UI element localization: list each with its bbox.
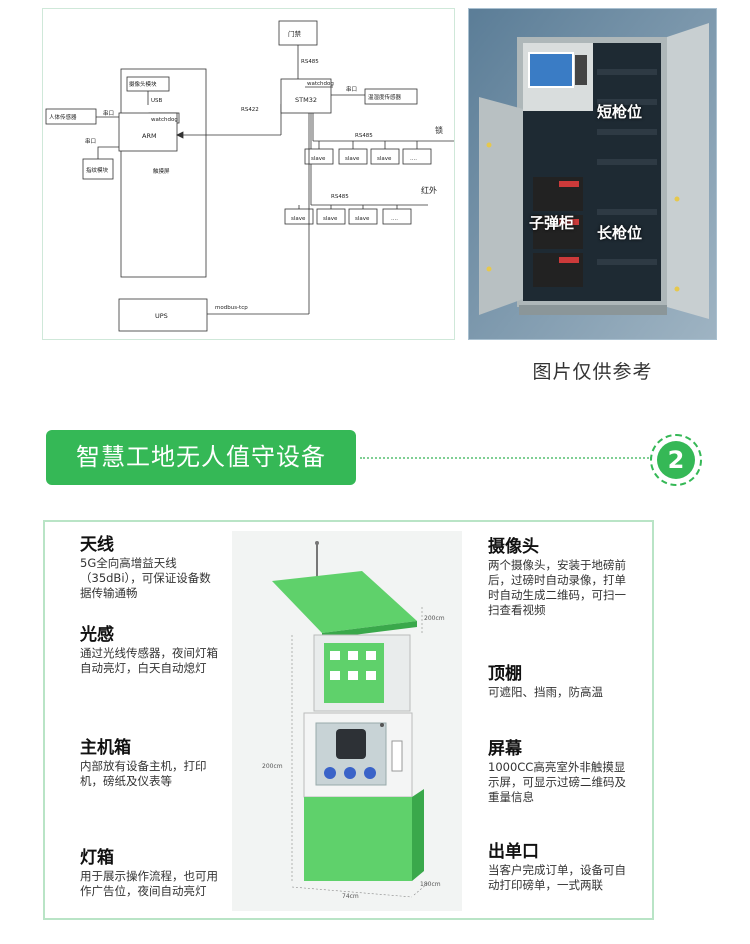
feature-screen: 屏幕 1000CC高亮室外非触摸显示屏，可显示过磅二维码及重量信息	[488, 739, 628, 805]
feature-title: 灯箱	[80, 848, 114, 868]
feature-title: 屏幕	[488, 739, 522, 759]
svg-text:温湿度传感器: 温湿度传感器	[368, 93, 402, 101]
feature-desc: 通过光线传感器，夜间灯箱自动亮灯，白天自动熄灯	[80, 646, 218, 675]
svg-text:触摸屏: 触摸屏	[153, 167, 170, 175]
dim-total-height: 200cm	[262, 763, 283, 770]
stm32-box	[280, 78, 332, 114]
ammo-label: 子弹柜	[529, 214, 575, 232]
svg-text:摄像头模块: 摄像头模块	[129, 80, 157, 88]
feature-desc: 当客户完成订单，设备可自动打印磅单，一式两联	[488, 863, 626, 892]
svg-text:RS485: RS485	[301, 59, 319, 65]
feature-light: 光感 通过光线传感器，夜间灯箱自动亮灯，白天自动熄灯	[80, 625, 220, 676]
svg-text:锁: 锁	[435, 125, 443, 135]
feature-title: 摄像头	[488, 537, 539, 557]
feature-exit: 出单口 当客户完成订单，设备可自动打印磅单，一式两联	[488, 842, 628, 893]
dim-width: 74cm	[342, 893, 359, 900]
svg-text:slave: slave	[355, 216, 370, 222]
system-block-diagram: 门禁 RS485 摄像头模块 USB watchdog ARM 触摸屏 人体传感…	[42, 8, 455, 340]
dim-canopy: 200cm	[424, 615, 445, 622]
feature-desc: 内部放有设备主机，打印机，磅纸及仪表等	[80, 759, 207, 788]
gate-box	[278, 20, 318, 46]
feature-title: 主机箱	[80, 738, 131, 758]
feature-canopy: 顶棚 可遮阳、挡雨，防高温	[488, 664, 628, 700]
feature-host: 主机箱 内部放有设备主机，打印机，磅纸及仪表等	[80, 738, 220, 789]
arm-box	[118, 112, 178, 152]
svg-text:串口: 串口	[346, 86, 357, 93]
long-gun-label: 长枪位	[597, 224, 643, 242]
touchscreen-box	[120, 68, 207, 278]
stm32-label: STM32	[295, 96, 317, 104]
svg-text:slave: slave	[377, 156, 392, 162]
svg-text:watchdog: watchdog	[151, 117, 178, 123]
feature-desc: 两个摄像头，安装于地磅前后，过磅时自动录像，打单时自动生成二维码，可扫一扫查看视…	[488, 558, 626, 617]
svg-text:RS485: RS485	[331, 194, 349, 200]
feature-desc: 5G全向高增益天线（35dBi），可保证设备数据传输通畅	[80, 556, 211, 600]
gun-cabinet-photo: 短枪位 子弹柜 长枪位	[468, 8, 717, 340]
svg-text:串口: 串口	[103, 110, 114, 117]
svg-text:RS485: RS485	[355, 133, 373, 139]
feature-lightbox: 灯箱 用于展示操作流程，也可用作广告位，夜间自动亮灯	[80, 848, 220, 899]
svg-text:slave: slave	[311, 156, 326, 162]
section-number: 2	[657, 441, 695, 479]
svg-text:人体传感器: 人体传感器	[49, 113, 77, 121]
svg-text:slave: slave	[345, 156, 360, 162]
svg-text:....: ....	[410, 156, 417, 162]
photo-caption: 图片仅供参考	[532, 361, 653, 383]
short-gun-label: 短枪位	[597, 103, 643, 121]
dotted-divider	[360, 457, 652, 459]
feature-title: 顶棚	[488, 664, 522, 684]
svg-text:slave: slave	[323, 216, 338, 222]
gate-label: 门禁	[288, 29, 302, 38]
dim-depth: 180cm	[420, 881, 441, 888]
svg-text:红外: 红外	[421, 185, 437, 195]
svg-text:modbus-tcp: modbus-tcp	[215, 305, 248, 311]
feature-desc: 用于展示操作流程，也可用作广告位，夜间自动亮灯	[80, 869, 218, 898]
device-illustration: 200cm 200cm 74cm 180cm	[232, 531, 462, 911]
feature-desc: 可遮阳、挡雨，防高温	[488, 685, 603, 699]
svg-text:指纹模块: 指纹模块	[86, 166, 109, 174]
ups-label: UPS	[155, 312, 168, 320]
feature-title: 光感	[80, 625, 114, 645]
arm-label: ARM	[142, 132, 157, 140]
feature-antenna: 天线 5G全向高增益天线（35dBi），可保证设备数据传输通畅	[80, 535, 220, 601]
feature-desc: 1000CC高亮室外非触摸显示屏，可显示过磅二维码及重量信息	[488, 760, 626, 804]
feature-camera: 摄像头 两个摄像头，安装于地磅前后，过磅时自动录像，打单时自动生成二维码，可扫一…	[488, 537, 628, 618]
feature-title: 天线	[80, 535, 114, 555]
svg-text:....: ....	[391, 216, 398, 222]
number-badge-ring	[650, 434, 702, 486]
svg-text:USB: USB	[151, 98, 163, 104]
svg-text:串口: 串口	[85, 138, 96, 145]
section-title: 智慧工地无人值守设备	[46, 430, 356, 485]
svg-text:watchdog: watchdog	[307, 81, 334, 87]
svg-text:slave: slave	[291, 216, 306, 222]
feature-title: 出单口	[488, 842, 539, 862]
svg-text:RS422: RS422	[241, 107, 259, 113]
